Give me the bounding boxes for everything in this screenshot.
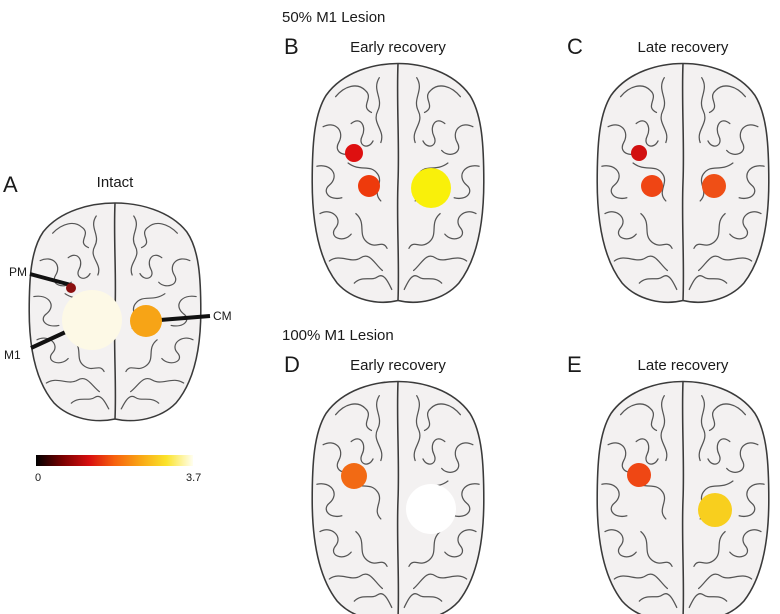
- m1-node: [641, 175, 663, 197]
- panel-d: D Early recovery: [284, 352, 485, 614]
- heading-100-lesion: 100% M1 Lesion: [282, 327, 394, 344]
- pm-node: [66, 283, 76, 293]
- cm-label: CM: [213, 309, 232, 323]
- brain-illustration: [596, 62, 770, 304]
- panel-b-title: Early recovery: [350, 39, 446, 56]
- m1-leader-line: [30, 328, 71, 350]
- panel-c-letter: C: [567, 34, 583, 59]
- panel-d-title: Early recovery: [350, 357, 446, 374]
- panel-a: A Intact PM M1 CM: [3, 172, 232, 422]
- m1-node: [358, 175, 380, 197]
- m1-label: M1: [4, 348, 21, 362]
- panel-a-letter: A: [3, 172, 18, 197]
- colorbar-gradient: [36, 455, 193, 466]
- m1-node: [341, 463, 367, 489]
- panel-b: B Early recovery: [284, 34, 485, 304]
- cm-node: [702, 174, 726, 198]
- panel-e-letter: E: [567, 352, 582, 377]
- cm-leader-line: [159, 314, 211, 322]
- cm-node: [698, 493, 732, 527]
- panel-a-title: Intact: [97, 174, 135, 191]
- cm-node: [411, 168, 451, 208]
- panel-c-title: Late recovery: [638, 39, 729, 56]
- colorbar-min-label: 0: [35, 472, 41, 484]
- brain-illustration: [311, 380, 485, 614]
- pm-leader-line: [29, 272, 72, 287]
- m1-node: [62, 290, 122, 350]
- panel-e: E Late recovery: [567, 352, 770, 614]
- m1-node: [627, 463, 651, 487]
- pm-label: PM: [9, 265, 27, 279]
- panel-d-letter: D: [284, 352, 300, 377]
- cm-node: [406, 484, 456, 534]
- brain-illustration: [311, 62, 485, 304]
- pm-node: [345, 144, 363, 162]
- cm-node: [130, 305, 162, 337]
- heading-50-lesion: 50% M1 Lesion: [282, 9, 385, 26]
- panel-e-title: Late recovery: [638, 357, 729, 374]
- panel-c: C Late recovery: [567, 34, 770, 304]
- colorbar-max-label: 3.7: [186, 472, 201, 484]
- colorbar: 0 3.7: [35, 455, 201, 484]
- brain-illustration: [596, 380, 770, 614]
- pm-node: [631, 145, 647, 161]
- panel-b-letter: B: [284, 34, 299, 59]
